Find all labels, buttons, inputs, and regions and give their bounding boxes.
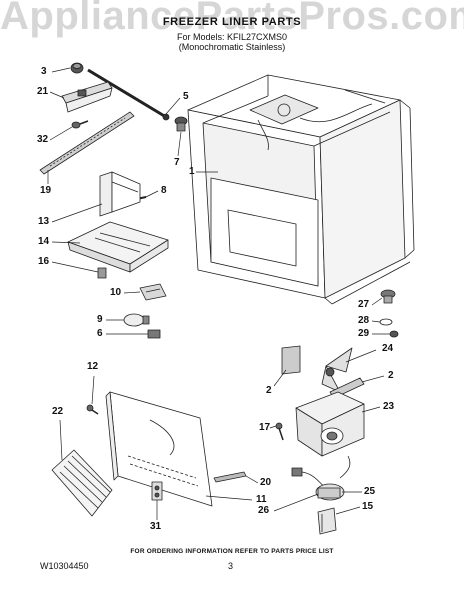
part-2-pad-upper (281, 345, 301, 375)
callout-21: 21 (37, 86, 49, 97)
callout-19: 19 (40, 185, 52, 196)
part-14-tray (67, 221, 169, 273)
part-21-bracket (61, 81, 113, 113)
callout-27: 27 (358, 299, 370, 310)
callout-1: 1 (189, 166, 195, 177)
evaporator-cover-panel (105, 391, 213, 507)
callout-14: 14 (38, 236, 50, 247)
part-7-fitting (174, 116, 188, 132)
callout-3: 3 (41, 66, 47, 77)
part-12-screw (86, 404, 99, 415)
model-info: For Models: KFIL27CXMS0 (Monochromatic S… (0, 32, 464, 52)
part-16-clip (97, 267, 107, 279)
part-22-grille (51, 449, 113, 517)
model-variant-line: (Monochromatic Stainless) (178, 42, 286, 52)
part-17-screw (275, 422, 284, 441)
part-3-knob (70, 62, 84, 74)
part-10-housing (139, 283, 167, 301)
callout-22: 22 (52, 406, 64, 417)
callout-23: 23 (383, 401, 395, 412)
callout-5: 5 (183, 91, 189, 102)
callout-2-lower: 2 (388, 370, 394, 381)
model-line: For Models: KFIL27CXMS0 (176, 32, 288, 42)
callout-24: 24 (382, 343, 394, 354)
page-number: 3 (228, 561, 234, 571)
callout-26: 26 (258, 505, 270, 516)
part-29-nut (389, 330, 399, 338)
callout-13: 13 (38, 216, 50, 227)
leader-lines (47, 67, 390, 520)
callout-25: 25 (364, 486, 376, 497)
part-19-strip (39, 111, 135, 175)
callout-12: 12 (87, 361, 99, 372)
part-32-screw (71, 120, 89, 129)
callout-28: 28 (358, 315, 370, 326)
document-number: W10304450 (40, 561, 89, 571)
callout-2-upper: 2 (266, 385, 272, 396)
callout-29: 29 (358, 328, 370, 339)
callout-17: 17 (259, 422, 271, 433)
watermark: AppliancePartsPros.com (0, 0, 464, 38)
callout-11: 11 (256, 494, 267, 505)
page-title: FREEZER LINER PARTS (162, 16, 302, 28)
ordering-note: FOR ORDERING INFORMATION REFER TO PARTS … (130, 548, 334, 555)
callout-20: 20 (260, 477, 272, 488)
callout-8: 8 (161, 185, 167, 196)
part-28-washer (379, 318, 393, 326)
callout-16: 16 (38, 256, 50, 267)
callout-32: 32 (37, 134, 49, 145)
callout-9: 9 (97, 314, 103, 325)
part-31-sensor (151, 481, 163, 501)
callout-6: 6 (97, 328, 103, 339)
callout-15: 15 (362, 501, 374, 512)
part-25-fan-motor (315, 455, 351, 501)
freezer-liner-part-1 (187, 74, 415, 305)
part-24-fan-blade (321, 347, 353, 393)
callout-10: 10 (110, 287, 122, 298)
callout-31: 31 (150, 521, 162, 532)
part-5-rod (87, 68, 170, 121)
part-6-socket (147, 329, 161, 339)
part-9-bulb (123, 313, 150, 327)
part-13-bracket (99, 171, 141, 217)
part-23-fan-housing (295, 391, 365, 457)
callout-7: 7 (174, 157, 180, 168)
part-27-grommet (380, 289, 396, 304)
part-20-strip (213, 471, 247, 483)
part-15-bracket (317, 507, 337, 535)
part-26-connector (291, 467, 327, 489)
